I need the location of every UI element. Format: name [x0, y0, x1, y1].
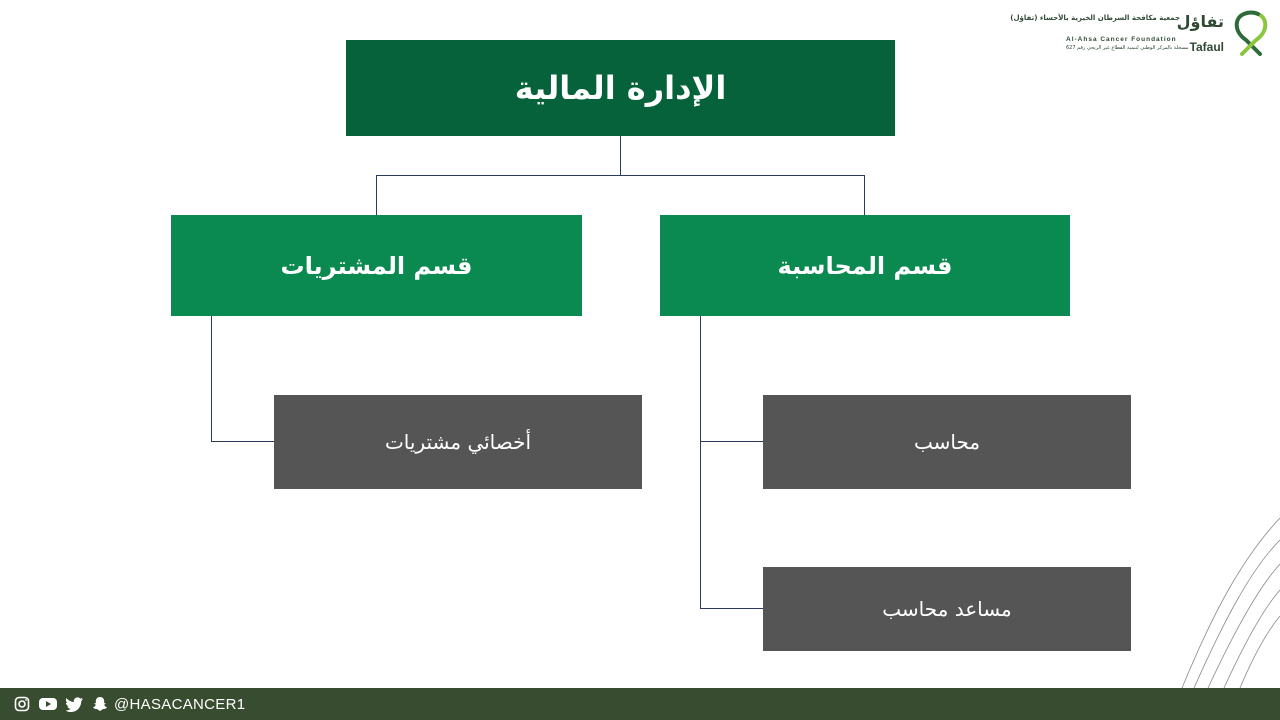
role-label-purchasing-specialist: أخصائي مشتريات [384, 430, 532, 454]
root-label: الإدارة المالية [514, 69, 727, 107]
tafaul-logo: تفاؤل جمعية مكافحة السرطان الخيرية بالأح… [1010, 10, 1272, 58]
connector-accounting-vertical [700, 316, 701, 609]
logo-arabic-name: تفاؤل [1176, 12, 1224, 31]
logo-description: مسجلة بالمركز الوطني لتنمية القطاع غير ا… [1066, 45, 1189, 51]
connector-accountant [700, 441, 763, 442]
connector-root-down [620, 136, 621, 175]
connector-to-purchasing [376, 175, 377, 215]
connector-purchasing-vertical [211, 316, 212, 442]
connector-horizontal [376, 175, 865, 176]
social-handle[interactable]: @HASACANCER1 [114, 695, 246, 713]
social-links [14, 696, 108, 712]
twitter-icon[interactable] [66, 696, 84, 712]
connector-purchasing-specialist [211, 441, 274, 442]
footer-bar: @HASACANCER1 [0, 688, 1280, 720]
connector-to-accounting [864, 175, 865, 215]
department-label-accounting: قسم المحاسبة [777, 251, 953, 280]
ribbon-icon [1234, 10, 1268, 56]
role-box-accountant: محاسب [763, 395, 1131, 489]
logo-english-name: Al-Ahsa Cancer Foundation [1066, 36, 1177, 43]
logo-latin-name: Tafaul [1189, 40, 1224, 54]
connector-assistant-accountant [700, 608, 763, 609]
department-box-accounting: قسم المحاسبة [660, 215, 1070, 316]
logo-arabic-subtitle: جمعية مكافحة السرطان الخيرية بالأحساء (ت… [1010, 14, 1180, 22]
decorative-curves [1181, 517, 1280, 689]
snapchat-icon[interactable] [92, 696, 108, 712]
instagram-icon[interactable] [14, 696, 30, 712]
role-box-purchasing-specialist: أخصائي مشتريات [274, 395, 642, 489]
department-label-purchasing: قسم المشتريات [280, 251, 473, 280]
role-label-accountant: محاسب [913, 430, 981, 454]
root-box-financial-management: الإدارة المالية [346, 40, 895, 136]
department-box-purchasing: قسم المشتريات [171, 215, 582, 316]
role-box-assistant-accountant: مساعد محاسب [763, 567, 1131, 651]
youtube-icon[interactable] [38, 696, 58, 712]
role-label-assistant-accountant: مساعد محاسب [882, 597, 1012, 621]
